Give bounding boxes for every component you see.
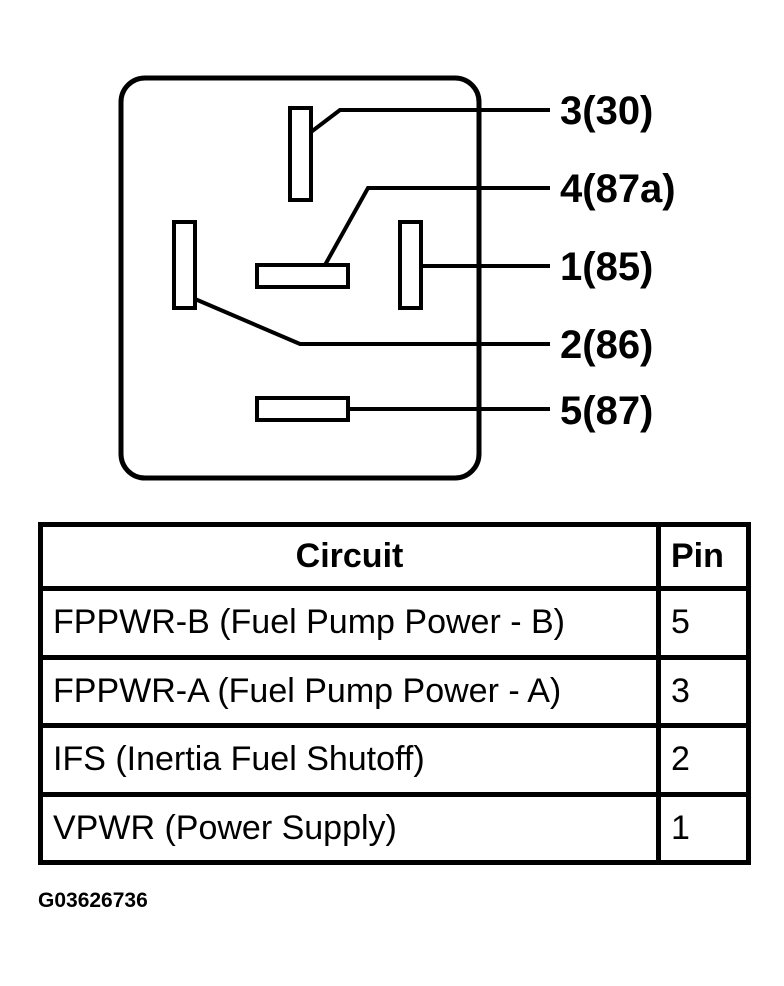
leader-line-3	[309, 108, 550, 134]
terminal-2	[172, 220, 197, 310]
cell-circuit: FPPWR-B (Fuel Pump Power - B)	[38, 586, 661, 660]
table-row: FPPWR-A (Fuel Pump Power - A) 3	[38, 654, 751, 729]
header-circuit: Circuit	[38, 521, 661, 592]
cell-pin: 1	[656, 791, 751, 866]
pin-label-4: 4(87a)	[560, 167, 676, 211]
circuit-pin-table: Circuit Pin FPPWR-B (Fuel Pump Power - B…	[38, 521, 751, 866]
pin-label-2: 2(86)	[560, 323, 653, 367]
cell-pin: 3	[656, 654, 751, 729]
table-row: FPPWR-B (Fuel Pump Power - B) 5	[38, 586, 751, 660]
figure-id: G03626736	[38, 889, 148, 912]
cell-circuit: VPWR (Power Supply)	[38, 791, 661, 866]
cell-pin: 5	[656, 586, 751, 660]
terminal-3	[288, 106, 313, 202]
cell-pin: 2	[656, 723, 751, 797]
leader-line-2	[194, 297, 550, 346]
terminal-1	[398, 220, 423, 310]
cell-circuit: FPPWR-A (Fuel Pump Power - A)	[38, 654, 661, 729]
leader-line-4	[323, 186, 550, 266]
table-row: VPWR (Power Supply) 1	[38, 791, 751, 866]
terminal-4	[255, 263, 350, 289]
table-header-row: Circuit Pin	[38, 521, 751, 592]
header-pin: Pin	[656, 521, 751, 592]
pin-label-1: 1(85)	[560, 245, 653, 289]
cell-circuit: IFS (Inertia Fuel Shutoff)	[38, 723, 661, 797]
table-row: IFS (Inertia Fuel Shutoff) 2	[38, 723, 751, 797]
pin-label-3: 3(30)	[560, 89, 653, 133]
relay-connector-diagram: 3(30) 4(87a) 1(85) 2(86) 5(87)	[118, 75, 676, 481]
pin-label-5: 5(87)	[560, 389, 653, 433]
terminal-5	[255, 396, 350, 422]
